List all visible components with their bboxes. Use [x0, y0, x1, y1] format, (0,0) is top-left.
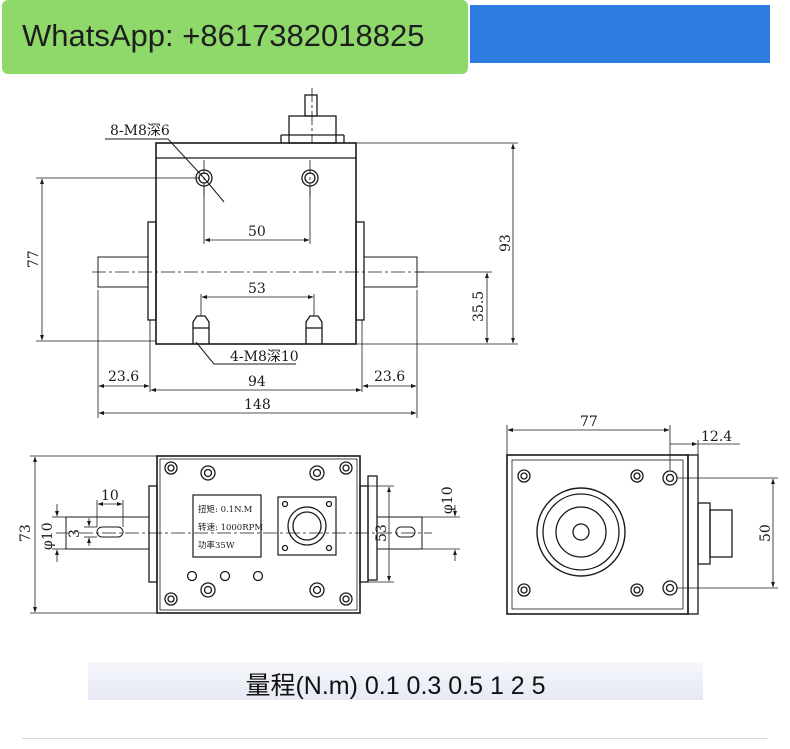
dim-body-width: 94: [248, 374, 266, 390]
side-body: [506, 454, 689, 615]
connector: [277, 496, 337, 556]
nameplate-line3: 功率35W: [198, 540, 235, 551]
dim-height: 73: [18, 524, 34, 542]
top-connector: [288, 115, 337, 144]
dim-shaft-diameter-right: φ10: [440, 486, 456, 514]
front-view: [36, 88, 518, 418]
dim-connector-height: 50: [758, 524, 774, 542]
nameplate: [192, 494, 262, 558]
dim-flange-height: 53: [374, 524, 390, 542]
mount-hole: [339, 592, 353, 606]
mount-hole: [164, 461, 178, 475]
mount-hole: [517, 583, 531, 597]
dim-left-shaft: 23.6: [108, 369, 139, 385]
whatsapp-contact-text: WhatsApp: +8617382018825: [22, 18, 425, 53]
whatsapp-contact-badge[interactable]: WhatsApp: +8617382018825: [2, 0, 468, 74]
dim-right-shaft: 23.6: [374, 369, 405, 385]
nameplate-line2: 转速: 1000RPM: [198, 522, 263, 533]
dim-side-width: 77: [580, 414, 598, 430]
dim-key-length: 10: [101, 488, 119, 504]
callout-bottom-holes: 4-M8深10: [230, 349, 299, 365]
bottom-hole: [192, 315, 210, 344]
mount-hole: [630, 469, 644, 483]
dim-total-height: 93: [498, 234, 514, 252]
dim-body-height-left: 77: [26, 250, 42, 268]
left-flange: [147, 221, 157, 321]
top-body: [156, 455, 361, 614]
dim-shaft-center-height: 35.5: [471, 291, 487, 322]
right-flange: [355, 221, 365, 321]
front-body: [155, 142, 357, 345]
dim-bottom-hole-spacing: 53: [248, 281, 266, 297]
dim-key-width: 3: [67, 529, 83, 538]
side-connector: [697, 502, 711, 565]
side-view: [506, 425, 778, 615]
dim-top-hole-spacing: 50: [248, 224, 266, 240]
divider: [22, 738, 767, 739]
mount-hole: [517, 469, 531, 483]
dim-total-length: 148: [244, 397, 271, 413]
range-text: 量程(N.m) 0.1 0.3 0.5 1 2 5: [245, 672, 546, 700]
dim-connector-offset: 12.4: [701, 429, 732, 445]
callout-top-holes: 8-M8深6: [110, 123, 170, 139]
dim-shaft-diameter-left: φ10: [40, 522, 56, 550]
mount-hole: [339, 461, 353, 475]
bottom-hole: [305, 315, 323, 344]
nameplate-line1: 扭矩: 0.1N.M: [198, 504, 253, 515]
shaft-boss: [536, 487, 626, 577]
mount-hole: [630, 583, 644, 597]
range-banner: 量程(N.m) 0.1 0.3 0.5 1 2 5: [88, 662, 703, 700]
top-view: [30, 455, 460, 614]
mount-hole: [164, 592, 178, 606]
header-blue-bar: [470, 5, 770, 63]
